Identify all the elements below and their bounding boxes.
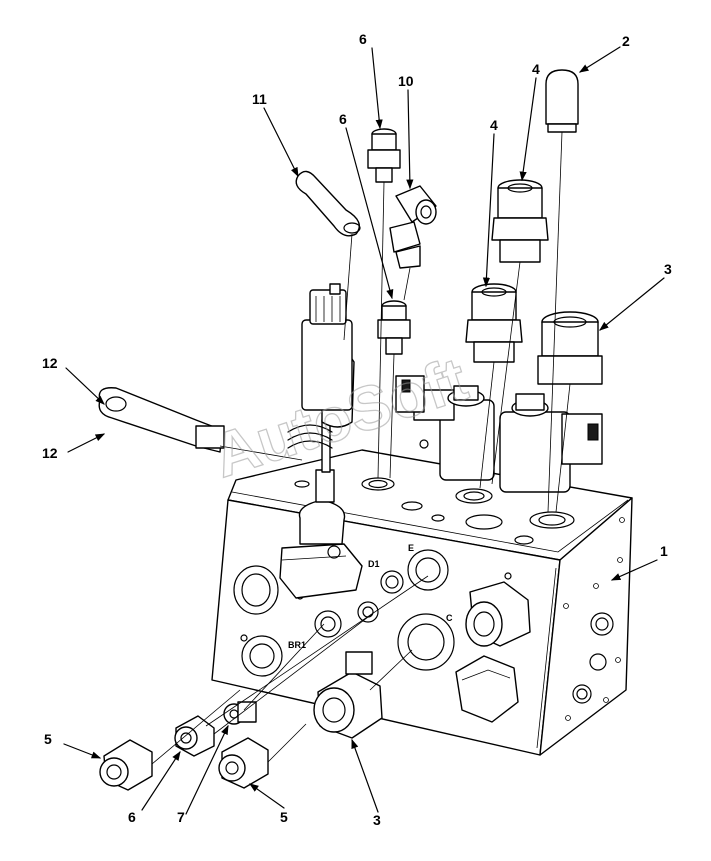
fitting-3-bottom — [313, 651, 383, 739]
callout-1: 1 — [660, 543, 668, 559]
handle-11 — [295, 170, 361, 237]
fitting-5-right — [218, 737, 269, 789]
cartridge-valve-4-lower — [465, 283, 523, 363]
front-ports — [233, 549, 512, 702]
port-label-c: C — [446, 613, 453, 623]
fitting-6-mid — [377, 300, 411, 355]
callout-7: 7 — [177, 809, 185, 825]
callout-6-mid: 6 — [339, 111, 347, 127]
callout-3-bottom: 3 — [373, 812, 381, 828]
alignment-lines — [151, 131, 571, 765]
callout-12-bottom: 12 — [42, 445, 58, 461]
hex-plug — [455, 655, 519, 723]
callout-3-top: 3 — [664, 261, 672, 277]
callout-2: 2 — [622, 33, 630, 49]
cartridge-valve-4-upper — [491, 179, 549, 263]
callout-12-top: 12 — [42, 355, 58, 371]
callout-6-bottom: 6 — [128, 809, 136, 825]
fitting-5-left — [99, 739, 153, 791]
solenoid-coil-right — [499, 393, 603, 493]
callout-4-right: 4 — [532, 61, 540, 77]
callout-11: 11 — [252, 91, 267, 107]
callout-4-left: 4 — [490, 117, 498, 133]
leader-lines — [63, 46, 665, 815]
port-label-e: E — [408, 543, 414, 553]
callout-10: 10 — [398, 73, 414, 89]
fitting-c — [465, 581, 531, 647]
fitting-10-elbow — [389, 185, 437, 269]
callout-6-top: 6 — [359, 31, 367, 47]
callout-5-right: 5 — [280, 809, 288, 825]
side-ports — [563, 517, 625, 721]
callout-5-left: 5 — [44, 731, 52, 747]
solenoid-coil-middle — [395, 375, 495, 481]
fitting-6-top — [367, 128, 401, 183]
fitting-7 — [223, 701, 257, 725]
handle-12 — [98, 387, 225, 453]
solenoid-left-tall — [301, 283, 353, 411]
cap-2 — [545, 69, 579, 133]
fitting-6-bottom — [174, 715, 215, 757]
port-label-br1: BR1 — [288, 640, 306, 650]
cartridge-valve-3-upper — [537, 311, 603, 385]
port-label-d1: D1 — [368, 559, 380, 569]
